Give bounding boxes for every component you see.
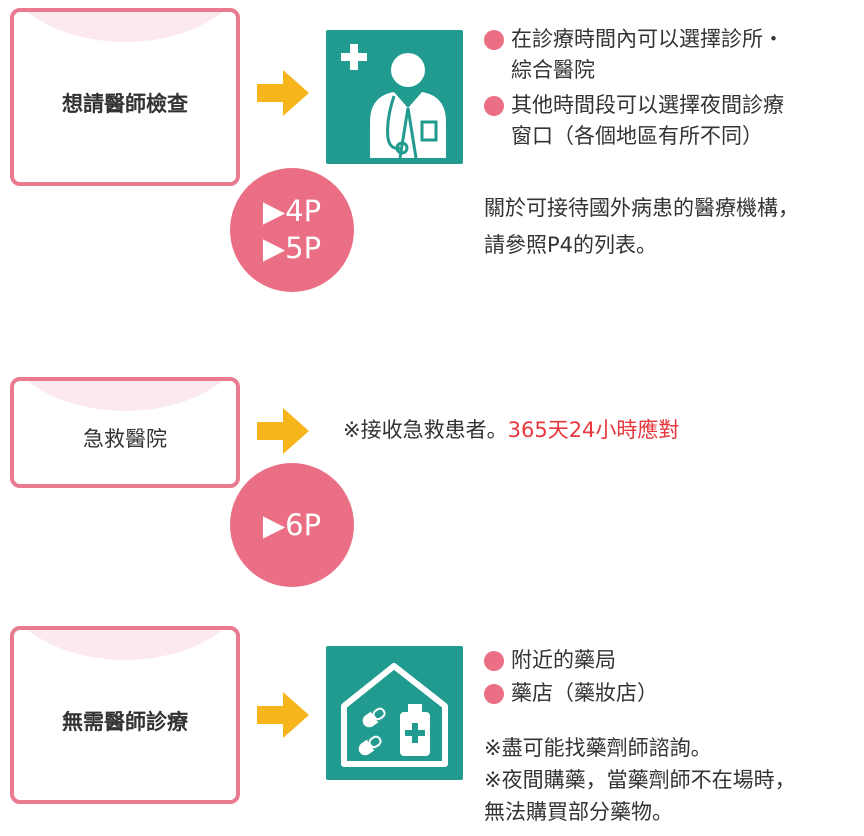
emergency-text-prefix: ※接收急救患者。 bbox=[343, 418, 508, 442]
list-item-text: 在診療時間內可以選擇診所・ 綜合醫院 bbox=[511, 27, 784, 82]
list-item-text: 其他時間段可以選擇夜間診療 窗口（各個地區有所不同） bbox=[511, 93, 784, 148]
card-swoosh bbox=[14, 630, 236, 660]
bullet-dot-icon bbox=[484, 684, 504, 704]
bullet-list: 在診療時間內可以選擇診所・ 綜合醫院 其他時間段可以選擇夜間診療 窗口（各個地區… bbox=[484, 24, 859, 152]
list-item: 在診療時間內可以選擇診所・ 綜合醫院 bbox=[484, 24, 859, 86]
card-emergency-hospital: 急救醫院 bbox=[10, 377, 240, 488]
emergency-text: ※接收急救患者。365天24小時應對 bbox=[343, 414, 679, 446]
note-text: ※盡可能找藥劑師諮詢。 bbox=[484, 736, 712, 760]
badge-line: ▶4P bbox=[262, 194, 322, 228]
arrow-right-icon bbox=[257, 70, 309, 116]
card-label: 急救醫院 bbox=[83, 427, 167, 451]
bullet-dot-icon bbox=[484, 651, 504, 671]
arrow-right-icon bbox=[257, 408, 309, 454]
list-item-text: 藥店（藥妝店） bbox=[511, 681, 658, 705]
bullet-dot-icon bbox=[484, 30, 504, 50]
list-item-text: 附近的藥局 bbox=[511, 648, 616, 672]
card-doctor-checkup: 想請醫師檢查 bbox=[10, 8, 240, 186]
bullet-list: 附近的藥局 藥店（藥妝店） bbox=[484, 645, 859, 709]
doctor-icon bbox=[326, 30, 463, 164]
card-no-doctor-needed: 無需醫師診療 bbox=[10, 626, 240, 804]
list-item: 其他時間段可以選擇夜間診療 窗口（各個地區有所不同） bbox=[484, 90, 859, 152]
card-swoosh bbox=[14, 381, 236, 411]
badge-line: ▶5P bbox=[262, 231, 322, 265]
pharmacy-icon bbox=[326, 646, 463, 780]
list-item: 附近的藥局 bbox=[484, 645, 859, 676]
emergency-text-highlight: 365天24小時應對 bbox=[507, 418, 680, 442]
card-swoosh bbox=[14, 12, 236, 42]
badge-line: ▶6P bbox=[262, 507, 322, 542]
page-ref-badge[interactable]: ▶4P ▶5P bbox=[230, 168, 354, 292]
card-label: 想請醫師檢查 bbox=[62, 92, 188, 116]
list-item: 藥店（藥妝店） bbox=[484, 678, 859, 709]
card-label: 無需醫師診療 bbox=[62, 710, 188, 734]
note-text: ※夜間購藥，當藥劑師不在場時， 無法購買部分藥物。 bbox=[484, 768, 796, 824]
page-ref-badge[interactable]: ▶6P bbox=[230, 463, 354, 587]
arrow-right-icon bbox=[257, 692, 309, 738]
note-text: 關於可接待國外病患的醫療機構， 請參照P4的列表。 bbox=[484, 196, 799, 257]
bullet-dot-icon bbox=[484, 96, 504, 116]
